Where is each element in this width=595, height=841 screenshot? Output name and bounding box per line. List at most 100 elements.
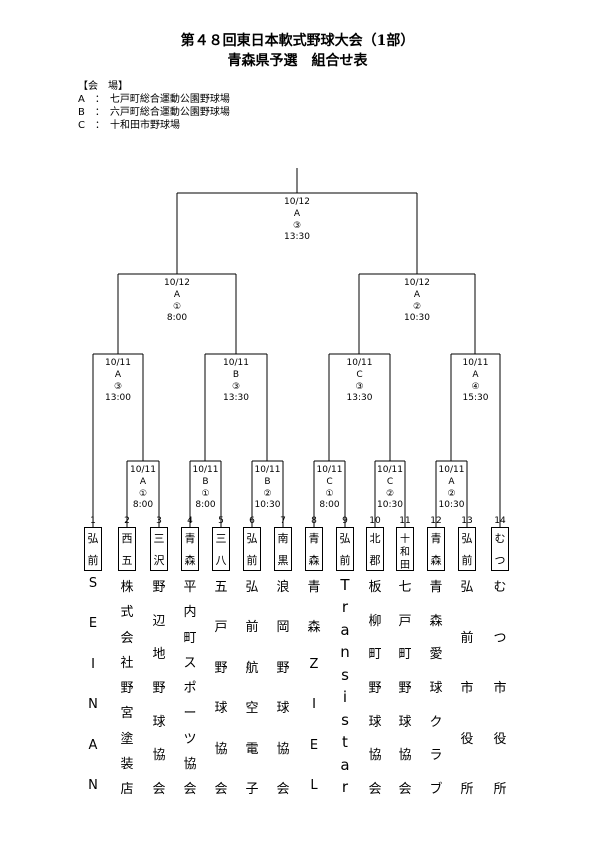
team-region-char: 三 <box>153 532 165 545</box>
team-name-char: 地 <box>152 647 166 663</box>
team-region-char: 前 <box>87 554 99 567</box>
team-name-char: 会 <box>214 782 228 797</box>
team-region-box: 弘前 <box>84 527 102 571</box>
team-name-char: 五 <box>214 580 228 595</box>
match-game: ③ <box>231 381 241 392</box>
team-name-char: 電 <box>245 741 259 757</box>
team-name-char: 板 <box>368 580 382 595</box>
team-region-char: 前 <box>339 554 351 567</box>
team-name-char: 平 <box>183 580 197 595</box>
team-region-char: 黒 <box>277 554 289 567</box>
team-name-char: 協 <box>276 741 290 757</box>
team-name-char: 野 <box>120 681 134 696</box>
match-venue: A <box>293 208 301 219</box>
team-region-char: 八 <box>215 554 227 567</box>
team-name-char: ク <box>429 714 443 730</box>
team-number: 10 <box>369 516 381 526</box>
team-name-char: つ <box>493 630 507 646</box>
match-venue: A <box>114 369 122 380</box>
team-name-char: 社 <box>120 655 134 671</box>
team-name-char: 所 <box>493 782 507 797</box>
team-number: 7 <box>280 516 286 526</box>
team-name-char: 所 <box>460 782 474 797</box>
team-name-char: 協 <box>183 756 197 772</box>
team-region-char: 青 <box>184 532 196 545</box>
team-name-char: 愛 <box>429 647 443 663</box>
team-number: 4 <box>187 516 193 526</box>
team-name-char: 球 <box>152 714 166 730</box>
team-name-char: ブ <box>429 782 443 797</box>
team-name-char: 会 <box>152 782 166 797</box>
team-name-char: 前 <box>245 620 259 636</box>
team-region-char: 前 <box>461 554 473 567</box>
team-name-char: 野 <box>368 681 382 696</box>
team-name-char: 戸 <box>214 620 228 636</box>
team-region-char: む <box>494 532 506 545</box>
team-region-box: 青森 <box>181 527 199 571</box>
team-name-char: 前 <box>460 630 474 646</box>
team-region-char: 五 <box>121 554 133 567</box>
team-number: 6 <box>249 516 255 526</box>
team-name-char: 宮 <box>120 706 134 722</box>
team-name-char: 球 <box>368 714 382 730</box>
team-name-char: I <box>312 697 316 713</box>
match-date: 10/12 <box>404 278 430 288</box>
team-name-char: 野 <box>276 660 290 676</box>
team-name-char: s <box>341 665 349 684</box>
team-region-box: 北郡 <box>366 527 384 571</box>
team-name-char: 会 <box>398 782 412 797</box>
team-name-char: T <box>340 576 350 594</box>
match-date: 10/11 <box>462 358 489 368</box>
team-name-char: 青 <box>307 580 321 595</box>
team-name-char: 協 <box>152 748 166 764</box>
match-date: 10/11 <box>438 465 465 475</box>
team-name-char: N <box>88 697 98 713</box>
team-name-char: ポ <box>183 681 197 696</box>
team-region-box: 弘前 <box>243 527 261 571</box>
match-time: 8:00 <box>132 500 154 511</box>
match-game: ③ <box>292 220 302 231</box>
match-time: 15:30 <box>462 393 489 404</box>
team-number: 5 <box>218 516 224 526</box>
match-date: 10/11 <box>130 465 156 475</box>
team-region-box: 弘前 <box>336 527 354 571</box>
team-region-box: 青森 <box>305 527 323 571</box>
venue-heading: 【会 場】 <box>78 81 128 92</box>
team-name-char: 会 <box>276 782 290 797</box>
team-name-char: L <box>310 778 318 793</box>
team-number: 11 <box>399 516 411 526</box>
team-region-char: 青 <box>430 532 442 545</box>
team-region-box: 西五 <box>118 527 136 571</box>
team-name-char: ラ <box>429 748 443 764</box>
match-venue: A <box>173 289 181 300</box>
team-name-char: 森 <box>307 620 321 636</box>
match-game: ② <box>385 488 395 499</box>
team-name-char: 空 <box>245 701 259 717</box>
team-name-char: 青 <box>429 580 443 595</box>
venue-b: B ： 六戸町総合運動公園野球場 <box>78 107 230 118</box>
match-game: ② <box>447 488 456 499</box>
team-name-char: 塗 <box>120 731 134 747</box>
page-title: 第４８回東日本軟式野球大会（1部） <box>180 33 415 49</box>
team-region-char: 郡 <box>369 554 381 567</box>
team-name-char: 株 <box>120 580 134 595</box>
match-time: 10:30 <box>404 313 430 324</box>
team-region-char: 沢 <box>153 554 165 567</box>
venue-c: C ： 十和田市野球場 <box>78 120 180 131</box>
match-date: 10/11 <box>316 465 343 475</box>
team-name-char: 店 <box>120 782 134 797</box>
team-number: 1 <box>90 516 96 526</box>
team-name-char: i <box>342 688 348 707</box>
match-time: 13:00 <box>105 393 131 404</box>
match-date: 10/11 <box>105 358 131 368</box>
match-game: ② <box>263 488 272 499</box>
team-name-char: a <box>340 755 350 774</box>
team-name-char: Z <box>309 656 319 672</box>
page-subtitle: 青森県予選 組合せ表 <box>227 53 368 69</box>
